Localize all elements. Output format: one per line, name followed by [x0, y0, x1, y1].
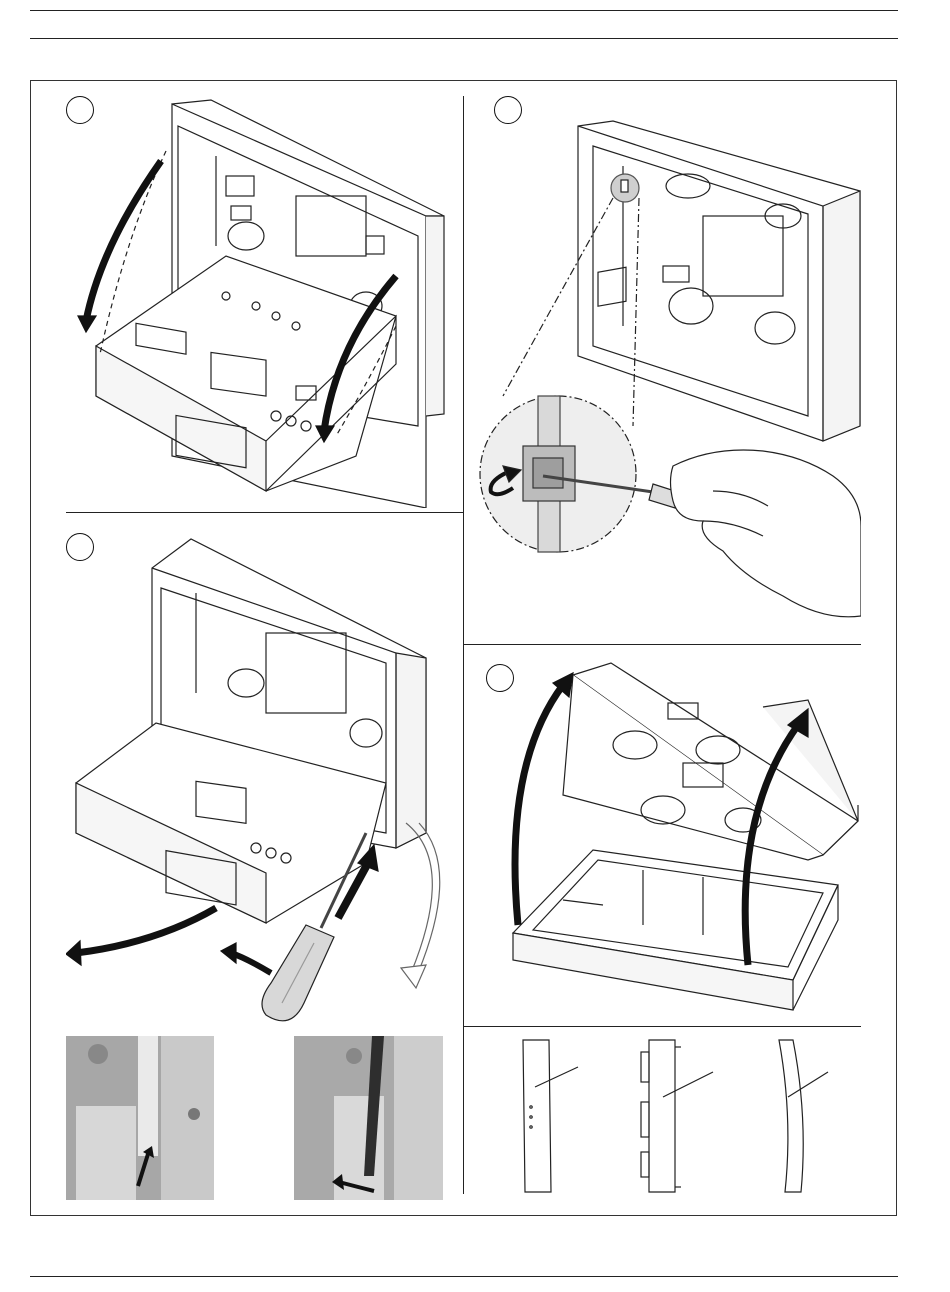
left-divider [66, 512, 463, 513]
footer-rule [30, 1276, 898, 1277]
remove-tray-illustration [66, 96, 463, 508]
release-latch-illustration [463, 96, 861, 636]
parts-overview [463, 1027, 861, 1197]
pry-tray-illustration [66, 533, 463, 1033]
separate-cover-illustration [463, 645, 861, 1025]
photo-detail-left [66, 1036, 214, 1200]
header-rule-top [30, 10, 898, 11]
photo-detail-right [294, 1036, 443, 1200]
header-rule-bottom [30, 38, 898, 39]
